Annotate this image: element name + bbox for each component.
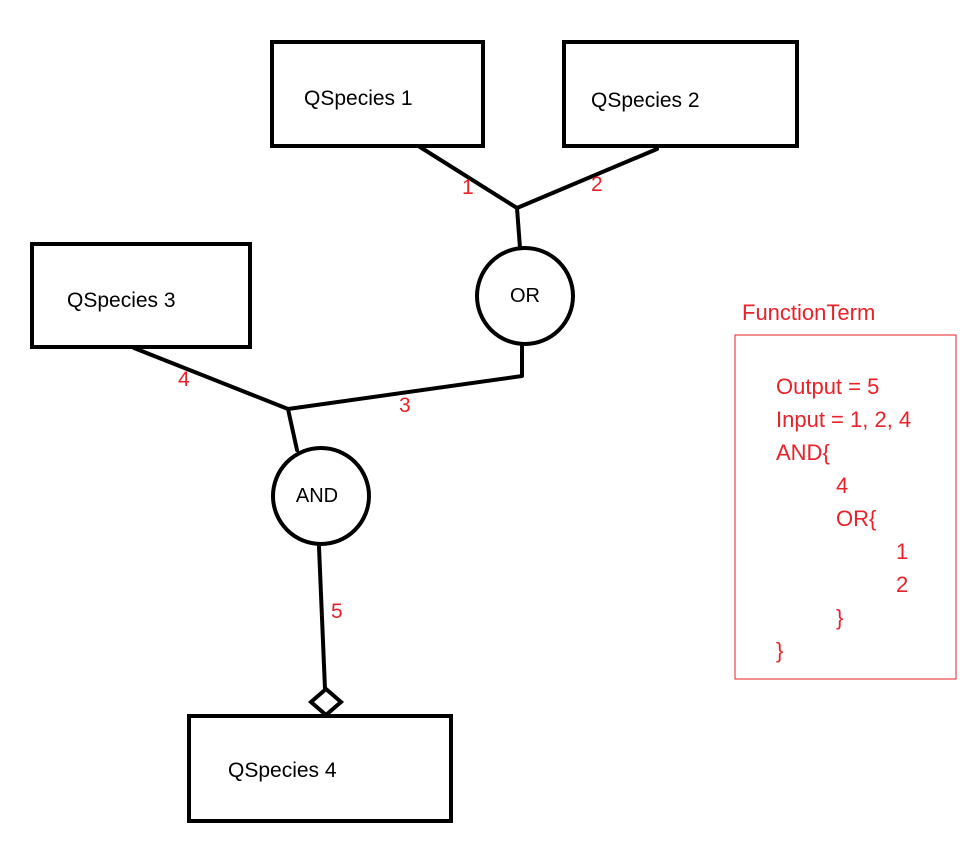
edge-2	[515, 147, 659, 210]
species-box-2	[562, 40, 799, 148]
edge-label-2: 2	[591, 173, 603, 196]
ft-line-or-close: }	[836, 605, 843, 630]
function-term-box	[734, 334, 957, 680]
output-diamond	[307, 686, 345, 718]
species-label-4: QSpecies 4	[228, 759, 337, 782]
species-label-3: QSpecies 3	[67, 289, 176, 312]
species-box-3	[30, 242, 252, 349]
and-gate	[271, 446, 371, 546]
edge-label-4: 4	[178, 368, 190, 391]
and-gate-label: AND	[296, 485, 338, 507]
species-label-1: QSpecies 1	[304, 87, 413, 110]
ft-line-4: 4	[836, 473, 848, 498]
edge-and-stem	[286, 407, 299, 452]
species-label-2: QSpecies 2	[591, 89, 700, 112]
or-gate	[475, 246, 575, 346]
species-box-1	[270, 40, 485, 148]
edge-label-5: 5	[331, 600, 343, 623]
edge-1	[418, 145, 519, 210]
species-box-4	[187, 714, 453, 823]
ft-line-and-open: AND{	[776, 440, 830, 465]
ft-line-output: Output = 5	[776, 374, 879, 399]
edge-3	[286, 343, 524, 411]
edge-or-stem	[515, 206, 522, 250]
ft-line-or-open: OR{	[836, 506, 876, 531]
connectors	[132, 145, 659, 691]
edge-4	[132, 346, 290, 411]
function-term-title: FunctionTerm	[742, 300, 875, 325]
edge-label-1: 1	[462, 176, 474, 199]
edge-label-3: 3	[399, 394, 411, 417]
edge-5	[317, 545, 327, 691]
ft-line-2: 2	[896, 572, 908, 597]
ft-line-input: Input = 1, 2, 4	[776, 407, 911, 432]
or-gate-label: OR	[510, 285, 540, 307]
ft-line-and-close: }	[776, 638, 783, 663]
ft-line-1: 1	[896, 539, 908, 564]
